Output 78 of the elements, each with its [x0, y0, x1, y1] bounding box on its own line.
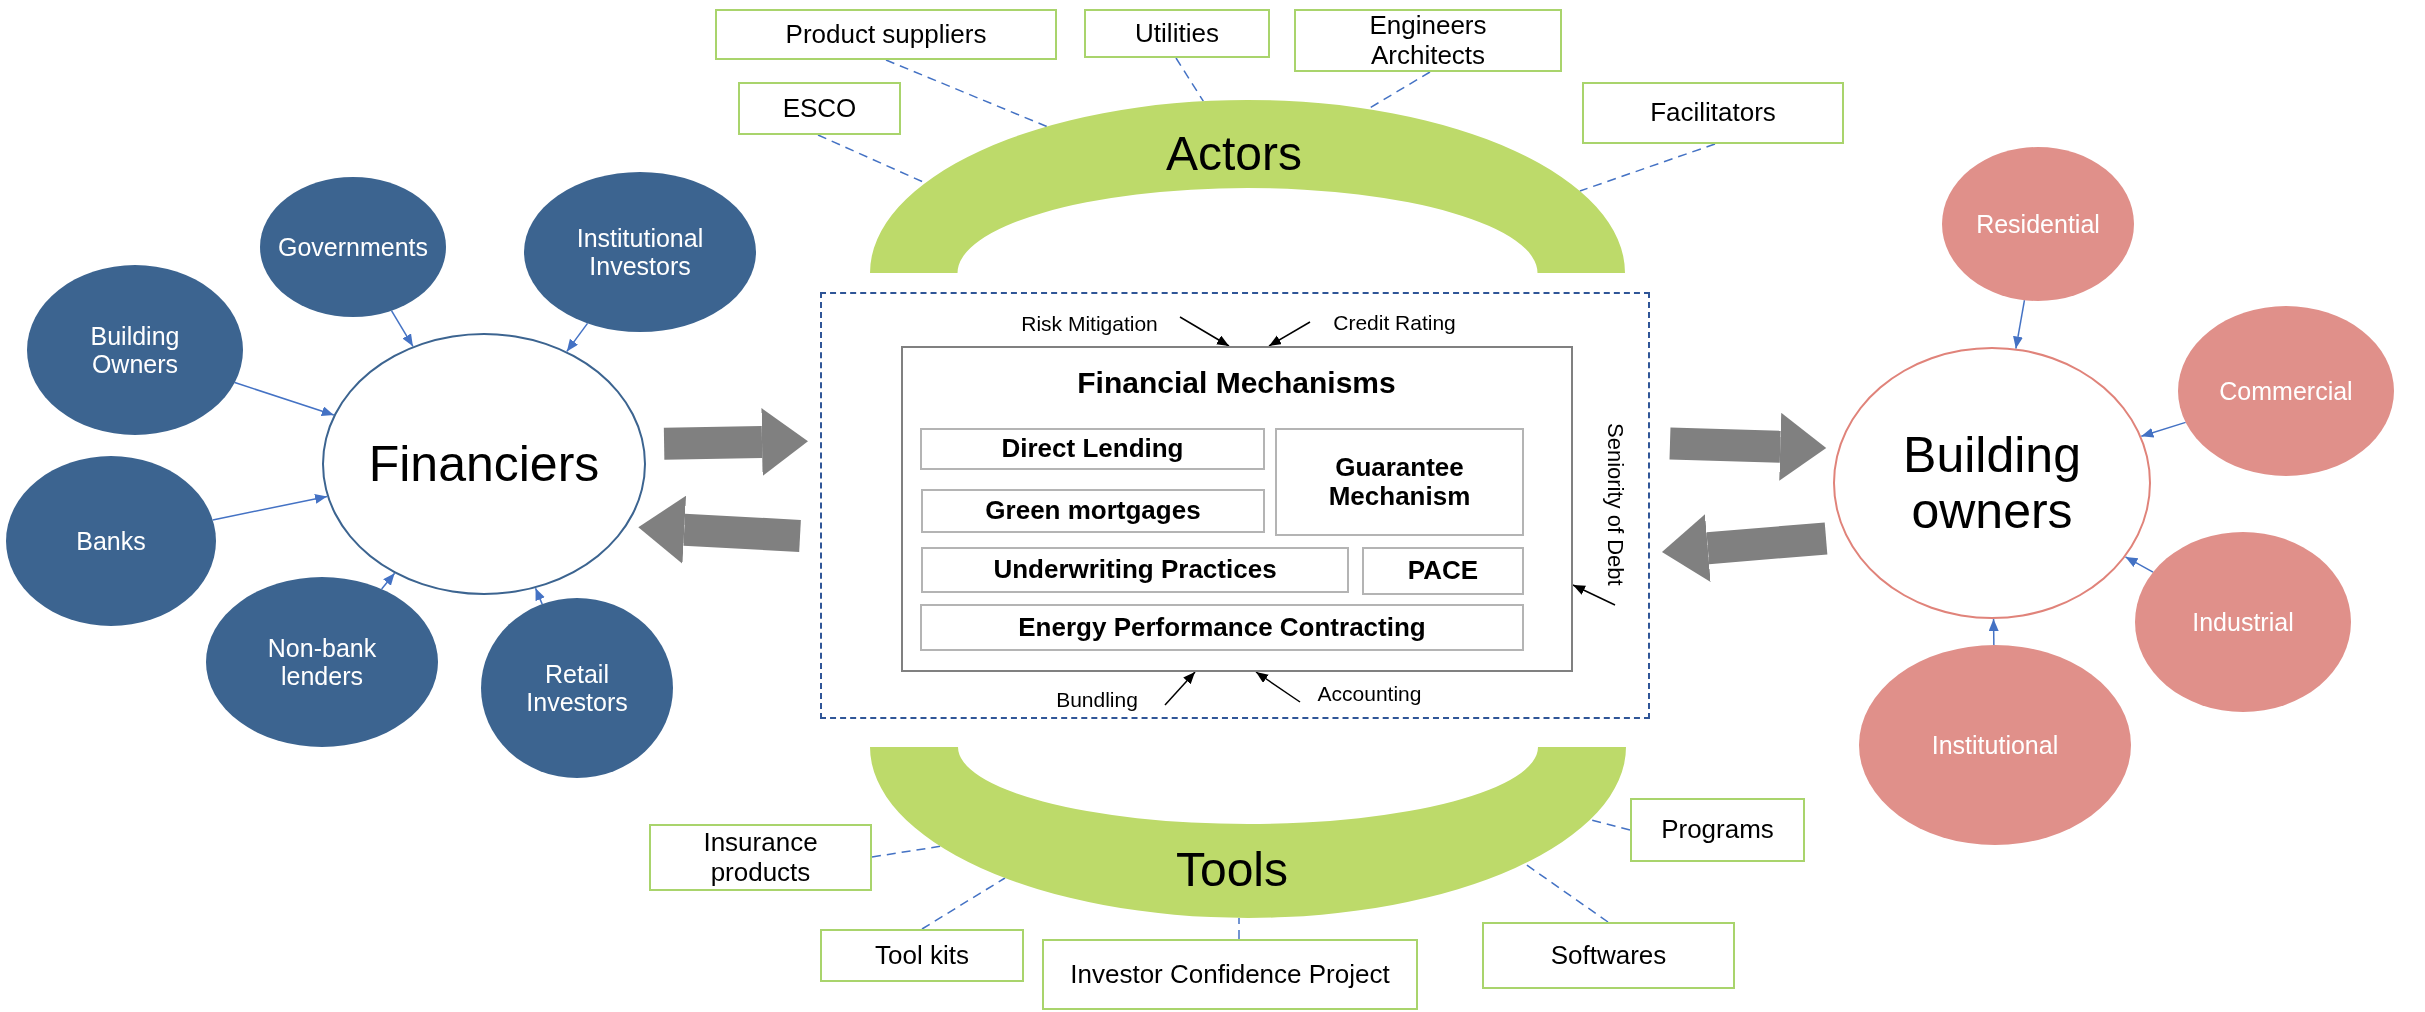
mechanism-box — [1362, 547, 1524, 595]
arrow — [1179, 316, 1230, 347]
node-label: Guarantee Mechanism — [1327, 452, 1472, 512]
node-label: Financiers — [368, 436, 600, 492]
block-arrow — [1669, 412, 1827, 481]
node-label: Building Owners — [89, 322, 181, 378]
arrow — [380, 572, 396, 590]
dashed-connector — [1175, 57, 1205, 102]
node-label: Retail Investors — [525, 660, 629, 716]
node-label: Product suppliers — [785, 19, 987, 50]
node-label: Green mortgages — [985, 496, 1201, 526]
dashed-connector — [1579, 143, 1716, 192]
mechanism-box — [921, 489, 1265, 533]
mechanism-box — [920, 604, 1524, 651]
node-label: Institutional — [1931, 731, 2059, 759]
arrow — [1572, 584, 1616, 606]
node-label: Insurance products — [702, 828, 819, 887]
node-label: Energy Performance Contracting — [1018, 612, 1426, 643]
arrow — [212, 493, 328, 521]
node-label: Risk Mitigation — [1021, 311, 1158, 336]
arrow — [1255, 671, 1301, 703]
actor-tool-box — [1582, 82, 1844, 144]
actor-tool-box — [1084, 9, 1270, 58]
dashed-frame — [820, 292, 1650, 719]
actor-tool-box — [649, 824, 872, 891]
arrow — [566, 322, 589, 353]
mechanisms-panel — [900, 345, 1573, 672]
arrow — [2013, 299, 2026, 350]
actor-tool-box — [1482, 922, 1735, 989]
arrow — [1268, 321, 1311, 347]
node-label: Facilitators — [1650, 98, 1776, 128]
node-label: Banks — [76, 527, 146, 555]
node-label: Tool kits — [875, 940, 969, 971]
node-label: Industrial — [2192, 608, 2294, 636]
block-arrow — [638, 495, 801, 564]
node-label: Accounting — [1317, 681, 1422, 706]
node-label: Underwriting Practices — [993, 555, 1277, 585]
actor-tool-box — [715, 9, 1057, 60]
arrow — [1988, 618, 1999, 646]
arc-label: Actors — [1166, 127, 1302, 181]
dashed-connector — [871, 845, 941, 858]
node-label: Utilities — [1135, 18, 1219, 49]
node-label: Engineers Architects — [1368, 11, 1488, 70]
node-label: Governments — [277, 233, 429, 261]
dashed-connector — [921, 877, 1006, 930]
node-label: Credit Rating — [1333, 310, 1456, 335]
node-label: Softwares — [1550, 940, 1667, 971]
node-label: Commercial — [2219, 377, 2353, 405]
mechanism-box — [921, 547, 1349, 593]
dashed-connector — [1589, 818, 1631, 831]
node-label: Bundling — [1056, 687, 1138, 712]
arrow — [2124, 556, 2154, 573]
arc-label: Tools — [1175, 843, 1289, 897]
node-label: Non-bank lenders — [266, 634, 378, 690]
node-label: Building owners — [1902, 427, 2082, 539]
actor-tool-box — [1630, 798, 1805, 862]
panel-title: Financial Mechanisms — [1077, 365, 1396, 400]
block-arrow — [663, 408, 808, 476]
arrow — [1164, 671, 1196, 706]
node-label: PACE — [1407, 556, 1479, 586]
node-label: Seniority of Debt — [1602, 423, 1627, 586]
actor-tool-box — [738, 82, 901, 135]
node-label: Residential — [1976, 210, 2100, 238]
mechanism-box — [1275, 428, 1524, 536]
node-label: ESCO — [782, 93, 857, 124]
arrow — [234, 381, 335, 416]
actor-tool-box — [820, 929, 1024, 982]
node-label: Programs — [1661, 815, 1774, 845]
arrow — [390, 310, 414, 348]
actor-tool-box — [1294, 9, 1562, 72]
dashed-connector — [1238, 917, 1240, 940]
node-label: Direct Lending — [1001, 434, 1184, 464]
arrow — [2140, 421, 2187, 438]
node-label: Institutional Investors — [575, 224, 705, 280]
mechanism-box — [920, 428, 1265, 470]
arrow — [534, 587, 545, 605]
node-label: Investor Confidence Project — [1070, 959, 1390, 990]
actor-tool-box — [1042, 939, 1418, 1010]
